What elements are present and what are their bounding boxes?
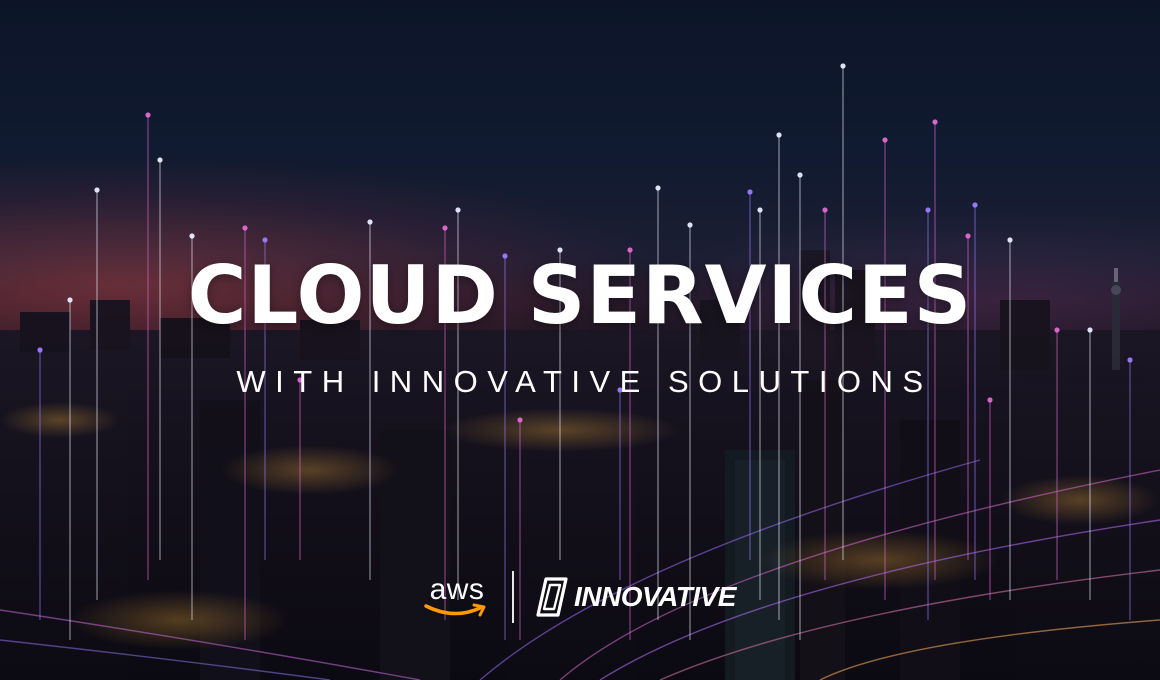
light-beams: [37, 63, 1133, 640]
light-beam-node: [822, 207, 828, 213]
light-beam-node: [965, 233, 971, 239]
light-beam-node: [262, 237, 268, 243]
light-beam-node: [972, 202, 978, 208]
light-beam-node: [1007, 237, 1013, 243]
light-beam-node: [37, 347, 43, 353]
light-beam-node: [517, 417, 523, 423]
light-beam-node: [776, 132, 782, 138]
light-beam-node: [987, 397, 993, 403]
logo-divider: [512, 571, 514, 623]
light-beam-node: [617, 387, 623, 393]
light-beam-node: [655, 185, 661, 191]
light-beam-node: [925, 207, 931, 213]
banner-title: CLOUD SERVICES: [187, 249, 973, 342]
aws-smile-icon: [424, 603, 486, 617]
light-beam-node: [757, 207, 763, 213]
aws-logo: aws: [424, 573, 490, 618]
light-beam-node: [882, 137, 888, 143]
light-beam-node: [687, 222, 693, 228]
light-beam-node: [189, 233, 195, 239]
innovative-logo-text: INNOVATIVE: [574, 581, 736, 612]
light-beam-node: [797, 172, 803, 178]
light-trails: [0, 459, 1160, 680]
light-beam-node: [94, 187, 100, 193]
light-beam-node: [67, 297, 73, 303]
light-beam-node: [1127, 357, 1133, 363]
light-beam-node: [442, 225, 448, 231]
light-beam-node: [840, 63, 846, 69]
light-beam-node: [157, 157, 163, 163]
light-beam-node: [1087, 327, 1093, 333]
light-beam-node: [557, 247, 563, 253]
aws-logo-text: aws: [429, 573, 485, 606]
light-beam-node: [367, 219, 373, 225]
light-beam-node: [627, 247, 633, 253]
innovative-logo: INNOVATIVE: [536, 575, 736, 619]
innovative-mark-icon: [536, 577, 568, 617]
light-beam-node: [455, 207, 461, 213]
light-beam-node: [242, 225, 248, 231]
light-beam-node: [747, 189, 753, 195]
light-beam-node: [297, 377, 303, 383]
light-beam-node: [1054, 327, 1060, 333]
light-beam-node: [145, 112, 151, 118]
light-beam-node: [502, 253, 508, 259]
partner-logos: aws INNOVATIVE: [0, 566, 1160, 628]
light-beam-node: [932, 119, 938, 125]
banner-subtitle: WITH INNOVATIVE SOLUTIONS: [236, 364, 933, 399]
